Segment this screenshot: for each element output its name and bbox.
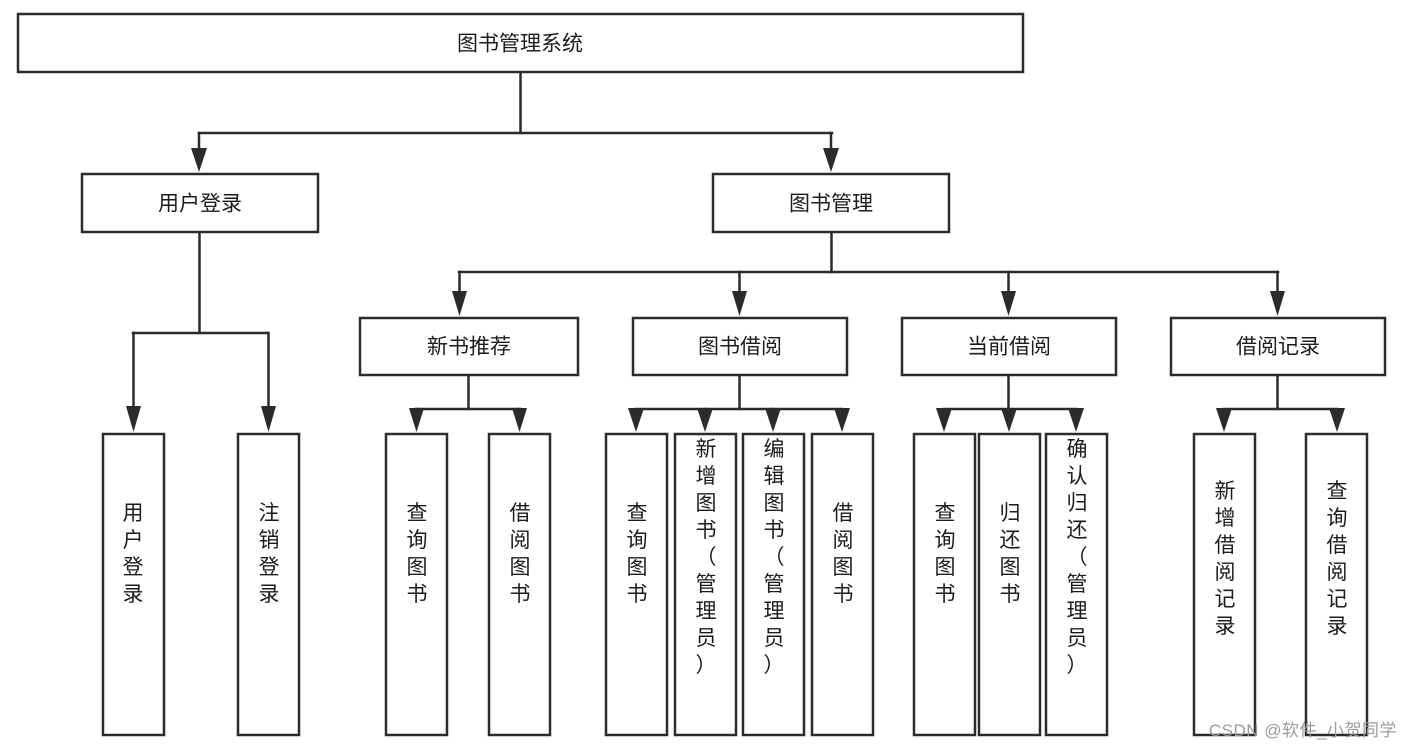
arrow-current-borrow-child-0 — [936, 408, 952, 432]
leaf-book-borrow-2[interactable]: 编辑图书（管理员） — [741, 432, 806, 737]
node-book-manage-label: 图书管理 — [789, 193, 873, 216]
node-book-borrow-label: 图书借阅 — [698, 336, 782, 359]
node-user-login[interactable]: 用户登录 — [80, 172, 320, 234]
leaf-current-borrow-0-label: 查询图书 — [935, 502, 956, 606]
node-book-manage[interactable]: 图书管理 — [711, 172, 951, 234]
leaf-current-borrow-2-box[interactable] — [1044, 432, 1109, 737]
leaf-new-book-0-label: 查询图书 — [407, 502, 428, 606]
node-root-label: 图书管理系统 — [457, 33, 583, 56]
arrow-user-login-child-0 — [126, 406, 141, 432]
leaf-book-borrow-1[interactable]: 新增图书（管理员） — [673, 432, 738, 737]
node-new-book-recommend-label: 新书推荐 — [427, 336, 511, 359]
leaf-book-borrow-2-label: 编辑图书（管理员） — [764, 438, 785, 677]
connector-layer — [126, 70, 1345, 432]
leaf-user-login-1-box[interactable] — [236, 432, 301, 737]
leaf-book-borrow-2-box[interactable] — [741, 432, 806, 737]
leaf-current-borrow-0[interactable]: 查询图书 — [912, 432, 977, 737]
leaf-book-borrow-0-box[interactable] — [604, 432, 669, 737]
node-user-login-box[interactable] — [80, 172, 320, 234]
node-root[interactable]: 图书管理系统 — [16, 12, 1025, 74]
node-user-login-label: 用户登录 — [158, 193, 242, 216]
leaf-new-book-1[interactable]: 借阅图书 — [487, 432, 552, 737]
arrow-to-borrow-record — [1270, 291, 1285, 316]
leaf-new-book-0-box[interactable] — [384, 432, 449, 737]
leaf-user-login-0[interactable]: 用户登录 — [101, 432, 166, 737]
leaf-borrow-record-0[interactable]: 新增借阅记录 — [1192, 432, 1257, 737]
arrow-to-new-book — [452, 291, 467, 316]
leaf-user-login-1-label: 注销登录 — [259, 502, 280, 606]
leaf-borrow-record-0-label: 新增借阅记录 — [1215, 480, 1236, 638]
node-borrow-record[interactable]: 借阅记录 — [1169, 316, 1387, 377]
arrow-borrow-record-child-0 — [1216, 408, 1232, 432]
leaf-user-login-1[interactable]: 注销登录 — [236, 432, 301, 737]
arrow-to-book-borrow — [732, 291, 747, 316]
arrow-book-borrow-child-2 — [765, 408, 781, 432]
leaf-current-borrow-1-label: 归还图书 — [1000, 502, 1021, 606]
leaf-book-borrow-3-box[interactable] — [810, 432, 875, 737]
leaf-user-login-0-label: 用户登录 — [123, 502, 144, 606]
leaf-new-book-1-label: 借阅图书 — [510, 502, 531, 606]
arrow-to-user-login — [191, 148, 207, 172]
node-book-manage-box[interactable] — [711, 172, 951, 234]
node-borrow-record-label: 借阅记录 — [1236, 336, 1320, 359]
leaf-book-borrow-0-label: 查询图书 — [627, 502, 648, 606]
leaf-book-borrow-3-label: 借阅图书 — [833, 502, 854, 606]
leaf-book-borrow-3[interactable]: 借阅图书 — [810, 432, 875, 737]
arrow-book-borrow-child-3 — [834, 408, 850, 432]
leaf-book-borrow-1-box[interactable] — [673, 432, 738, 737]
node-current-borrow[interactable]: 当前借阅 — [900, 316, 1118, 377]
arrow-borrow-record-child-1 — [1329, 408, 1345, 432]
arrow-to-book-manage — [823, 148, 839, 172]
node-book-borrow-box[interactable] — [631, 316, 849, 377]
arrow-book-borrow-child-0 — [628, 408, 644, 432]
leaf-current-borrow-2-label: 确认归还（管理员） — [1067, 438, 1088, 677]
node-current-borrow-label: 当前借阅 — [967, 336, 1051, 359]
leaf-new-book-0[interactable]: 查询图书 — [384, 432, 449, 737]
node-current-borrow-box[interactable] — [900, 316, 1118, 377]
leaf-book-borrow-0[interactable]: 查询图书 — [604, 432, 669, 737]
node-root-box[interactable] — [16, 12, 1025, 74]
leaf-borrow-record-1-box[interactable] — [1304, 432, 1369, 737]
leaf-user-login-0-box[interactable] — [101, 432, 166, 737]
arrow-book-borrow-child-1 — [697, 408, 713, 432]
leaf-current-borrow-0-box[interactable] — [912, 432, 977, 737]
node-new-book-recommend[interactable]: 新书推荐 — [358, 316, 580, 377]
leaf-book-borrow-1-label: 新增图书（管理员） — [696, 438, 717, 677]
leaf-current-borrow-2[interactable]: 确认归还（管理员） — [1044, 432, 1109, 737]
leaf-borrow-record-0-box[interactable] — [1192, 432, 1257, 737]
leaf-current-borrow-1-box[interactable] — [977, 432, 1042, 737]
node-borrow-record-box[interactable] — [1169, 316, 1387, 377]
leaf-new-book-1-box[interactable] — [487, 432, 552, 737]
arrow-new-book-child-0 — [409, 408, 424, 432]
leaf-borrow-record-1[interactable]: 查询借阅记录 — [1304, 432, 1369, 737]
arrow-user-login-child-1 — [261, 406, 276, 432]
arrow-current-borrow-child-2 — [1068, 408, 1084, 432]
node-book-borrow[interactable]: 图书借阅 — [631, 316, 849, 377]
leaf-borrow-record-1-label: 查询借阅记录 — [1327, 480, 1348, 638]
leaf-current-borrow-1[interactable]: 归还图书 — [977, 432, 1042, 737]
node-new-book-recommend-box[interactable] — [358, 316, 580, 377]
arrow-new-book-child-1 — [512, 408, 527, 432]
arrow-current-borrow-child-1 — [1001, 408, 1017, 432]
arrow-to-current-borrow — [1001, 291, 1016, 316]
